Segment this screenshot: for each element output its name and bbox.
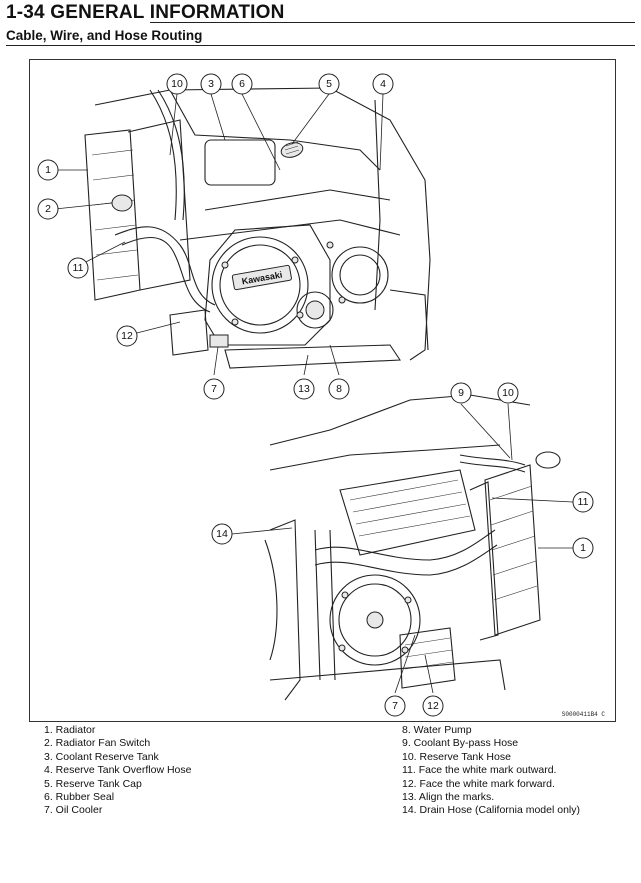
callout-3-upper: 3 [200,73,222,95]
svg-text:12: 12 [121,330,133,342]
callout-10-lower: 10 [497,382,519,404]
callout-11-upper: 11 [67,257,89,279]
page-title: 1-34 GENERAL INFORMATION [6,2,285,23]
legend-left: 1. Radiator 2. Radiator Fan Switch 3. Co… [44,724,191,818]
svg-text:6: 6 [239,78,245,90]
title-rule [150,22,635,23]
callout-10-upper: 10 [166,73,188,95]
callout-8-upper: 8 [328,378,350,400]
svg-text:7: 7 [211,383,217,395]
svg-text:7: 7 [392,700,398,712]
upper-engine-view: Kawasaki [84,87,431,369]
legend-item: 5. Reserve Tank Cap [44,777,142,790]
callout-12-upper: 12 [116,325,138,347]
legend-item: 3. Coolant Reserve Tank [44,750,159,763]
svg-text:11: 11 [73,262,84,274]
callout-7-lower: 7 [384,695,406,717]
subtitle-rule [6,45,635,46]
callout-5-upper: 5 [318,73,340,95]
legend-right: 8. Water Pump 9. Coolant By-pass Hose 10… [402,724,580,818]
legend-item: 14. Drain Hose (California model only) [402,804,580,817]
callout-1-lower: 1 [572,537,594,559]
callout-13-upper: 13 [293,378,315,400]
svg-text:8: 8 [336,383,342,395]
svg-text:13: 13 [298,383,310,395]
routing-diagram: Kawasaki [29,59,616,722]
svg-text:14: 14 [216,528,228,540]
section-subtitle: Cable, Wire, and Hose Routing [6,28,203,43]
svg-text:1: 1 [580,542,586,554]
legend-item: 13. Align the marks. [402,791,495,804]
callout-1-upper: 1 [37,159,59,181]
callout-12-lower: 12 [422,695,444,717]
figure-code: S0000411B4 C [561,711,605,718]
svg-text:10: 10 [502,387,514,399]
svg-text:10: 10 [171,78,183,90]
svg-text:4: 4 [380,78,386,90]
lower-engine-view [264,394,561,701]
callout-6-upper: 6 [231,73,253,95]
leader-lines [54,93,574,694]
svg-text:12: 12 [427,700,439,712]
legend-item: 11. Face the white mark outward. [402,764,557,777]
callout-14-lower: 14 [211,523,233,545]
legend-item: 9. Coolant By-pass Hose [402,737,519,750]
legend-item: 1. Radiator [44,724,96,736]
callout-2-upper: 2 [37,198,59,220]
callout-4-upper: 4 [372,73,394,95]
callout-11-lower: 11 [572,491,594,513]
svg-text:9: 9 [458,387,464,399]
svg-text:11: 11 [578,496,589,508]
legend-item: 6. Rubber Seal [44,791,115,804]
svg-text:3: 3 [208,78,214,90]
legend-item: 10. Reserve Tank Hose [402,750,511,763]
legend-item: 7. Oil Cooler [44,804,103,817]
legend-item: 2. Radiator Fan Switch [44,737,151,750]
legend-item: 4. Reserve Tank Overflow Hose [44,764,192,777]
engine-illustration: Kawasaki [37,73,594,717]
callout-9-lower: 9 [450,382,472,404]
legend-item: 12. Face the white mark forward. [402,777,555,790]
svg-text:5: 5 [326,78,332,90]
callout-7-upper: 7 [203,378,225,400]
svg-text:2: 2 [45,203,51,215]
legend-item: 8. Water Pump [402,724,472,736]
svg-text:1: 1 [45,164,51,176]
